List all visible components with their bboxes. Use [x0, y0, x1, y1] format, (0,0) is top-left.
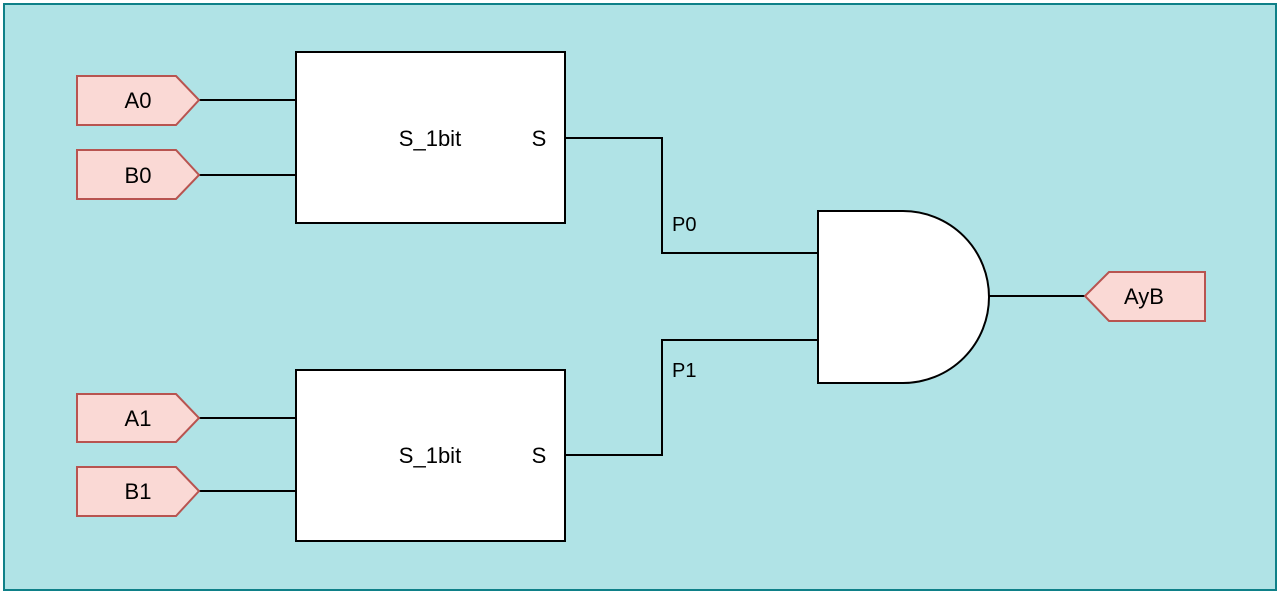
- input-port-a0-label: A0: [125, 88, 152, 113]
- output-port-ayb-label: AyB: [1124, 284, 1164, 309]
- input-port-b0-label: B0: [125, 163, 152, 188]
- input-port-b1[interactable]: B1: [76, 466, 201, 517]
- output-port-ayb[interactable]: AyB: [1083, 271, 1206, 322]
- input-port-a1-label: A1: [125, 406, 152, 431]
- wire-p1: [565, 339, 818, 456]
- s1bit-block-bottom-port: S: [532, 443, 547, 468]
- s1bit-block-top-port: S: [532, 126, 547, 151]
- s1bit-block-bottom-name: S_1bit: [399, 443, 461, 468]
- input-port-a0[interactable]: A0: [76, 75, 201, 126]
- input-port-b1-label: B1: [125, 479, 152, 504]
- wire-p0: [565, 137, 818, 254]
- input-port-b0[interactable]: B0: [76, 149, 201, 200]
- s1bit-block-bottom[interactable]: S_1bit S: [295, 369, 566, 542]
- net-label-p0: P0: [672, 214, 696, 236]
- s1bit-block-top-name: S_1bit: [399, 126, 461, 151]
- and-gate[interactable]: [817, 210, 990, 384]
- net-label-p1: P1: [672, 360, 696, 382]
- input-port-a1[interactable]: A1: [76, 393, 201, 443]
- s1bit-block-top[interactable]: S_1bit S: [295, 51, 566, 224]
